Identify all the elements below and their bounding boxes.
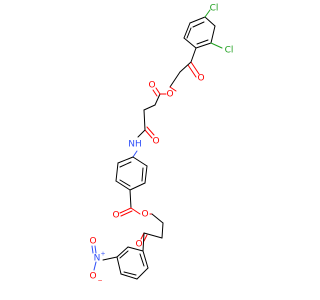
bond bbox=[132, 150, 138, 158]
bond bbox=[142, 232, 145, 252]
oxygen-atom-label: O bbox=[197, 74, 204, 84]
bond bbox=[136, 267, 149, 280]
bond bbox=[116, 256, 122, 275]
bond bbox=[183, 37, 197, 49]
nitrogen-atom-label: NH bbox=[128, 140, 142, 150]
nitrophenyl-ring bbox=[116, 246, 149, 280]
molecule-canvas: Cl Cl O O O O NH O O O N + O O − bbox=[89, 3, 234, 285]
oxygen-atom-label: O bbox=[141, 210, 148, 220]
dichlorophenyl-ring bbox=[183, 16, 216, 49]
bond bbox=[161, 222, 164, 239]
bond bbox=[116, 246, 129, 258]
bond bbox=[132, 156, 148, 167]
bond bbox=[154, 93, 161, 106]
bond bbox=[195, 42, 212, 49]
nitrogen-atom-label: N bbox=[94, 254, 101, 264]
oxygen-atom-label: O bbox=[112, 211, 119, 221]
bond bbox=[143, 234, 148, 242]
bond bbox=[120, 210, 133, 217]
bond bbox=[94, 245, 97, 254]
oxygen-atom-label: O bbox=[166, 90, 173, 100]
bond bbox=[91, 245, 94, 254]
bond bbox=[169, 86, 177, 92]
bond bbox=[155, 87, 161, 95]
bond bbox=[144, 165, 148, 184]
bond bbox=[210, 42, 223, 49]
bond bbox=[93, 261, 97, 271]
oxygen-atom-label: O bbox=[135, 240, 142, 250]
bond bbox=[115, 162, 119, 182]
bond bbox=[127, 246, 144, 252]
bond bbox=[102, 256, 118, 261]
bond bbox=[146, 126, 155, 136]
bond bbox=[123, 271, 137, 276]
bond bbox=[130, 207, 141, 215]
para-phenylene-ring bbox=[115, 156, 148, 191]
oxygen-atom-label: O bbox=[89, 272, 96, 282]
bond bbox=[196, 39, 209, 45]
bond bbox=[129, 182, 146, 191]
bond bbox=[143, 104, 156, 111]
bond bbox=[137, 129, 146, 138]
bond bbox=[141, 167, 144, 182]
bond bbox=[151, 213, 164, 224]
bond bbox=[152, 89, 158, 97]
bond bbox=[204, 9, 211, 18]
positive-charge-label: + bbox=[100, 251, 105, 258]
oxygen-atom-label: O bbox=[152, 137, 159, 147]
bond bbox=[119, 207, 132, 214]
bond bbox=[143, 232, 163, 239]
negative-charge-label: − bbox=[97, 278, 102, 285]
structure-diagram: Cl Cl O O O O NH O O O N + O O − bbox=[89, 4, 234, 285]
bond bbox=[179, 61, 192, 73]
bond bbox=[119, 179, 131, 187]
bond bbox=[183, 22, 191, 39]
bond bbox=[115, 180, 131, 191]
bond bbox=[120, 273, 138, 280]
bond bbox=[186, 27, 192, 39]
bond bbox=[190, 61, 200, 75]
chlorine-atom-label: Cl bbox=[210, 4, 219, 14]
bond bbox=[189, 16, 206, 24]
bond bbox=[187, 64, 197, 78]
bond bbox=[190, 47, 197, 63]
bond bbox=[192, 21, 205, 28]
bond bbox=[169, 71, 181, 88]
bond bbox=[210, 25, 216, 44]
bond bbox=[117, 156, 134, 164]
bond bbox=[129, 189, 132, 209]
bond bbox=[142, 250, 149, 269]
oxygen-atom-label: O bbox=[148, 81, 155, 91]
bond bbox=[144, 129, 153, 139]
chlorine-atom-label: Cl bbox=[225, 46, 234, 56]
oxygen-atom-label: O bbox=[89, 237, 96, 247]
bond bbox=[119, 161, 132, 168]
bond bbox=[119, 250, 129, 259]
bond bbox=[143, 109, 146, 131]
bond bbox=[139, 253, 145, 267]
bond bbox=[204, 16, 216, 27]
